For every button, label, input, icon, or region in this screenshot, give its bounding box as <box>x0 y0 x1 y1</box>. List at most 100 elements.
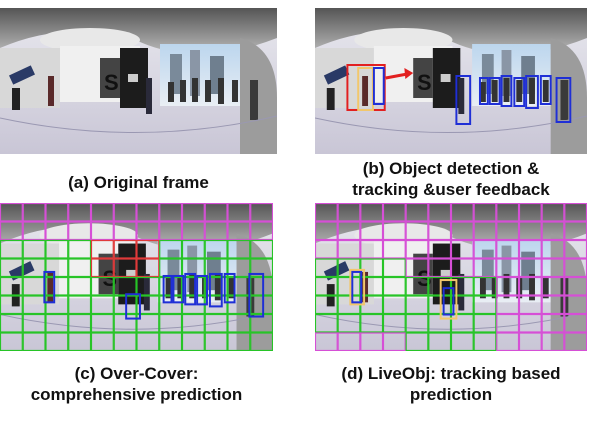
grid-tile <box>541 295 565 315</box>
grid-tile <box>0 203 23 222</box>
grid-tile <box>450 239 474 259</box>
panel-b-object-detection <box>315 8 587 154</box>
grid-tile <box>496 221 520 241</box>
grid-tile <box>68 332 92 351</box>
grid-tile <box>564 295 587 315</box>
caption-c-line-1: (c) Over-Cover: <box>74 364 199 383</box>
grid-tile <box>68 258 92 278</box>
grid-tile <box>181 239 205 259</box>
grid-tile <box>159 203 183 222</box>
detection-box <box>248 272 265 318</box>
grid-tile <box>564 332 587 351</box>
grid-tile <box>564 221 587 241</box>
grid-tile <box>450 203 474 222</box>
grid-tile <box>405 258 429 278</box>
grid-tile <box>518 295 542 315</box>
caption-c: (c) Over-Cover: comprehensive prediction <box>0 363 273 405</box>
grid-tile <box>382 239 406 259</box>
caption-b-line-2: tracking &user feedback <box>352 180 550 199</box>
grid-tile <box>159 239 183 259</box>
detection-box <box>208 272 223 308</box>
grid-tile <box>541 313 565 333</box>
grid-tile <box>564 258 587 278</box>
grid-tile <box>68 239 92 259</box>
grid-tile <box>473 332 497 351</box>
grid-tile <box>136 295 160 315</box>
grid-tile <box>227 313 251 333</box>
caption-c-line-2: comprehensive prediction <box>30 385 243 404</box>
grid-tile <box>315 239 338 259</box>
detection-box <box>172 274 185 304</box>
detection-box <box>539 75 552 105</box>
detection-box <box>478 77 489 105</box>
detection-box <box>196 274 208 306</box>
grid-overlay <box>0 203 273 351</box>
grid-tile <box>382 295 406 315</box>
grid-tile <box>473 258 497 278</box>
grid-tile <box>473 221 497 241</box>
grid-tile <box>405 295 429 315</box>
grid-tile <box>181 313 205 333</box>
grid-tile <box>541 258 565 278</box>
grid-tile <box>541 332 565 351</box>
grid-tile <box>22 258 46 278</box>
grid-tile <box>496 203 520 222</box>
grid-tile <box>405 221 429 241</box>
grid-tile <box>518 221 542 241</box>
grid-tile <box>136 276 160 296</box>
panel-a-original-frame <box>0 8 277 154</box>
grid-tile <box>45 258 69 278</box>
grid-tile <box>382 313 406 333</box>
grid-tile <box>428 276 452 296</box>
grid-tile <box>204 221 228 241</box>
grid-tile <box>382 258 406 278</box>
grid-tile <box>450 221 474 241</box>
grid-tile <box>337 258 361 278</box>
grid-tile <box>113 332 137 351</box>
grid-tile <box>315 258 338 278</box>
grid-tile <box>181 221 205 241</box>
grid-tile <box>250 258 273 278</box>
detection-box <box>488 77 501 105</box>
grid-tile <box>315 332 338 351</box>
grid-tile <box>518 313 542 333</box>
grid-tile <box>22 332 46 351</box>
grid-tile <box>22 313 46 333</box>
caption-a: (a) Original frame <box>0 172 277 193</box>
grid-tile <box>90 221 114 241</box>
detection-box <box>125 293 141 320</box>
grid-tile <box>337 239 361 259</box>
grid-tile <box>90 239 114 259</box>
grid-tile <box>315 295 338 315</box>
detection-box <box>500 75 513 107</box>
grid-tile <box>541 221 565 241</box>
grid-tile <box>68 313 92 333</box>
caption-d-line-1: (d) LiveObj: tracking based <box>341 364 561 383</box>
grid-tile <box>136 258 160 278</box>
grid-tile <box>428 239 452 259</box>
grid-tile <box>113 221 137 241</box>
grid-tile <box>564 239 587 259</box>
grid-tile <box>496 258 520 278</box>
panorama-frame-a <box>0 8 277 154</box>
grid-tile <box>250 276 273 296</box>
grid-tile <box>496 313 520 333</box>
grid-tile <box>315 221 338 241</box>
grid-tile <box>473 276 497 296</box>
detection-box <box>455 75 472 125</box>
grid-tile <box>428 258 452 278</box>
grid-tile <box>405 239 429 259</box>
grid-tile <box>541 276 565 296</box>
grid-tile <box>360 258 384 278</box>
grid-tile <box>541 239 565 259</box>
grid-tile <box>250 332 273 351</box>
grid-tile <box>250 203 273 222</box>
grid-tile <box>360 332 384 351</box>
detection-box <box>525 75 539 109</box>
grid-tile <box>0 313 23 333</box>
grid-tile <box>496 276 520 296</box>
grid-tile <box>181 258 205 278</box>
grid-tile <box>159 332 183 351</box>
grid-tile <box>68 203 92 222</box>
grid-tile <box>45 221 69 241</box>
